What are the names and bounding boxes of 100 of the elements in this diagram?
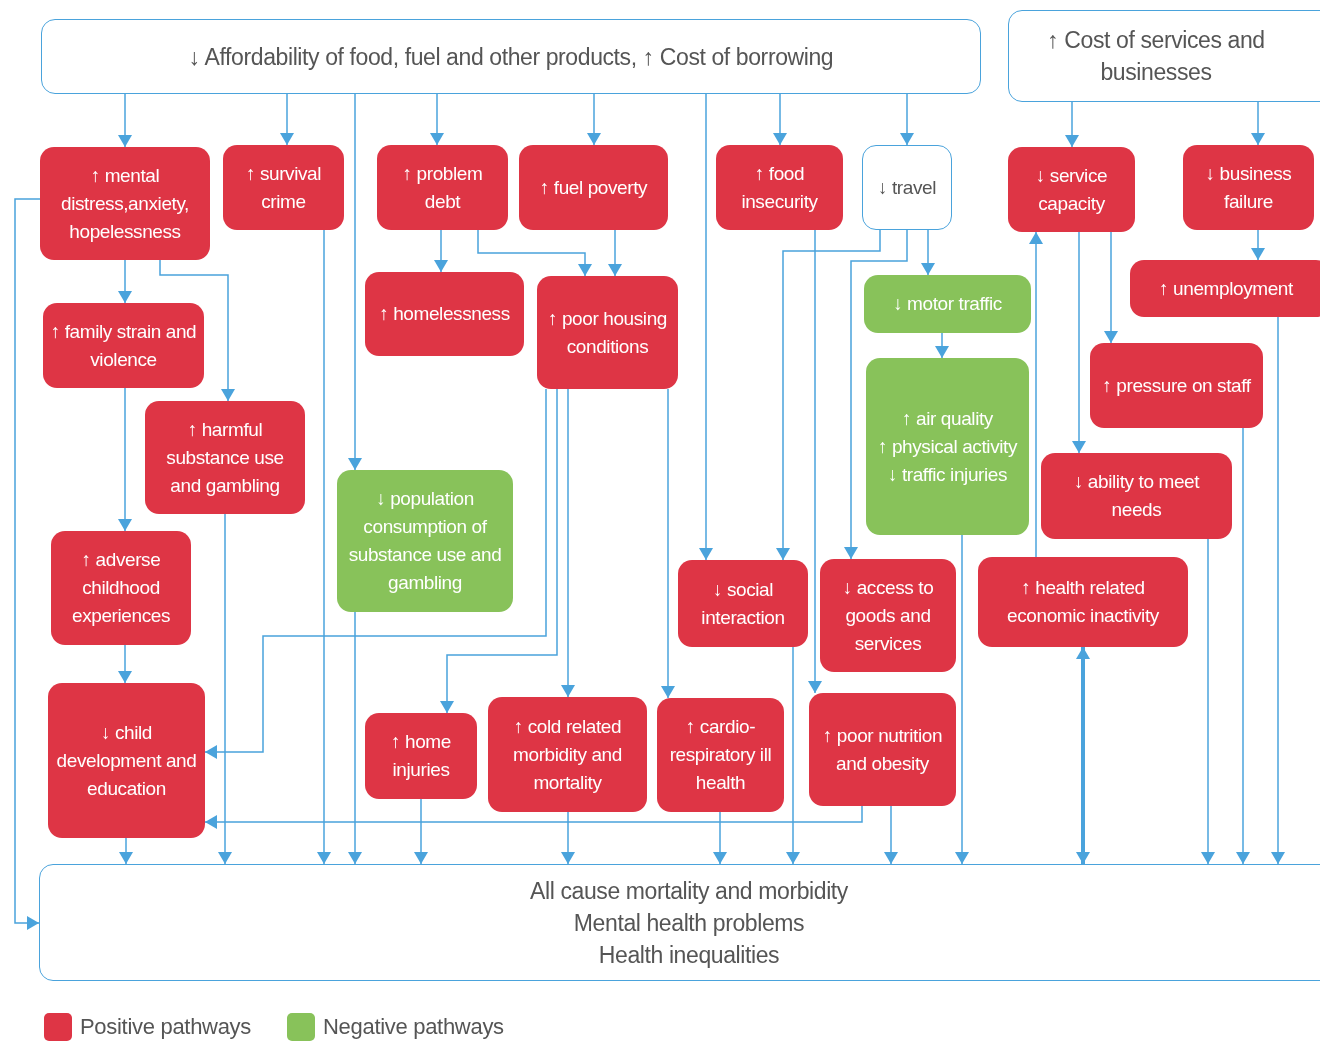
arrow [118,93,132,148]
arrow [1104,231,1118,344]
node-label: ↑ harmful substance use and gambling [165,417,285,498]
positive-pathway-box [1090,343,1263,428]
positive-pathway-box [537,276,678,389]
arrow [218,513,232,865]
legend-label: Negative pathways [323,1014,504,1040]
arrow [587,93,601,146]
arrow [434,229,448,273]
arrow [1065,101,1079,148]
arrow [118,259,132,304]
positive-pathway-box [657,698,784,812]
node-label: ↑ family strain and violence [49,319,198,372]
node-label: ↑ poor nutrition and obesity [821,723,944,776]
node-label: ↑ air quality [902,406,993,431]
node-label: ↑ mental distress,anxiety, hopelessness [60,163,190,244]
arrow [477,229,592,277]
positive-pathway-box [43,303,204,388]
arrow [118,644,132,684]
node-label: ↑ health related economic inactivity [1006,576,1160,628]
node-label: ↓ traffic injuries [887,462,1008,487]
arrow [1076,647,1090,864]
positive-pathway-box [809,693,956,806]
arrow [699,93,713,561]
positive-pathway-box [40,147,210,260]
negative-pathway-box [866,358,1029,535]
node-label: ↑ Cost of services and businesses [1046,26,1266,87]
arrow [608,229,622,277]
node-label: ↓ Affordability of food, fuel and other products, ↑ Cost of borrowing [188,42,834,72]
arrow [921,229,935,276]
node-label: ↓ population consumption of substance use and gambling [347,487,503,595]
arrow [280,93,294,146]
arrow [317,229,331,865]
node-label: Mental health problems [573,908,805,938]
node-label: ↑ cold related morbidity and mortality [512,714,623,795]
arrow [661,388,675,699]
node-label: ↓ child development and education [55,720,198,801]
arrow [119,837,133,865]
node-label: ↑ homelessness [379,302,510,326]
positive-pathway-box [678,560,808,647]
factor-box [1008,10,1320,102]
arrow [204,388,547,759]
arrow [1072,231,1086,454]
node-label: ↓ service capacity [1034,163,1109,216]
node-label: ↓ ability to meet needs [1072,470,1201,522]
positive-pathway-box [223,145,344,230]
positive-pathway-box [377,145,508,230]
arrow [773,93,787,146]
factor-box [41,19,981,94]
arrow [14,198,41,930]
outcome-box [39,864,1320,981]
node-label: ↑ physical activity [877,434,1018,459]
positive-pathway-box [145,401,305,514]
node-label: ↓ business failure [1204,161,1293,214]
positive-pathway-box [365,272,524,356]
arrow [955,534,969,865]
arrow [118,387,132,532]
positive-pathway-box [978,557,1188,647]
arrow [561,388,575,698]
node-label: ↑ unemployment [1159,276,1293,301]
negative-pathway-box [864,275,1031,333]
node-label: All cause mortality and morbidity [530,876,848,906]
arrow [430,93,444,146]
node-label: ↓ travel [877,175,936,200]
arrow [348,611,362,865]
arrow [561,811,575,865]
positive-pathway-box [1130,260,1320,317]
arrow [1201,538,1215,865]
positive-pathway-box [365,713,477,799]
arrow [786,646,800,865]
positive-pathway-box [519,145,668,230]
arrow [1251,229,1265,261]
node-label: ↑ survival crime [244,161,323,214]
positive-pathway-box [1041,453,1232,539]
arrow [440,388,558,714]
node-label: ↑ problem debt [401,161,484,214]
legend-label: Positive pathways [80,1014,251,1040]
node-label: ↑ cardio-respiratory ill health [668,715,773,795]
arrow [844,229,908,560]
arrow [1251,101,1265,146]
positive-pathway-box [1008,147,1135,232]
node-label: Health inequalities [598,940,780,970]
arrow [935,332,949,359]
positive-pathway-box [1183,145,1314,230]
arrow [414,798,428,865]
node-label: ↓ access to goods and services [841,575,935,656]
arrow [1271,316,1285,865]
node-label: ↑ home injuries [390,730,452,782]
node-label: ↑ fuel poverty [539,175,648,200]
arrow [204,805,863,829]
node-label: ↓ motor traffic [893,292,1002,316]
factor-box [862,145,952,230]
node-label: ↑ pressure on staff [1102,373,1251,398]
negative-pathway-box [337,470,513,612]
arrow [900,93,914,146]
node-label: ↑ adverse childhood experiences [70,548,172,628]
positive-pathway-box [48,683,205,838]
arrow [1029,231,1043,558]
positive-pathway-box [51,531,191,645]
arrow [713,811,727,865]
